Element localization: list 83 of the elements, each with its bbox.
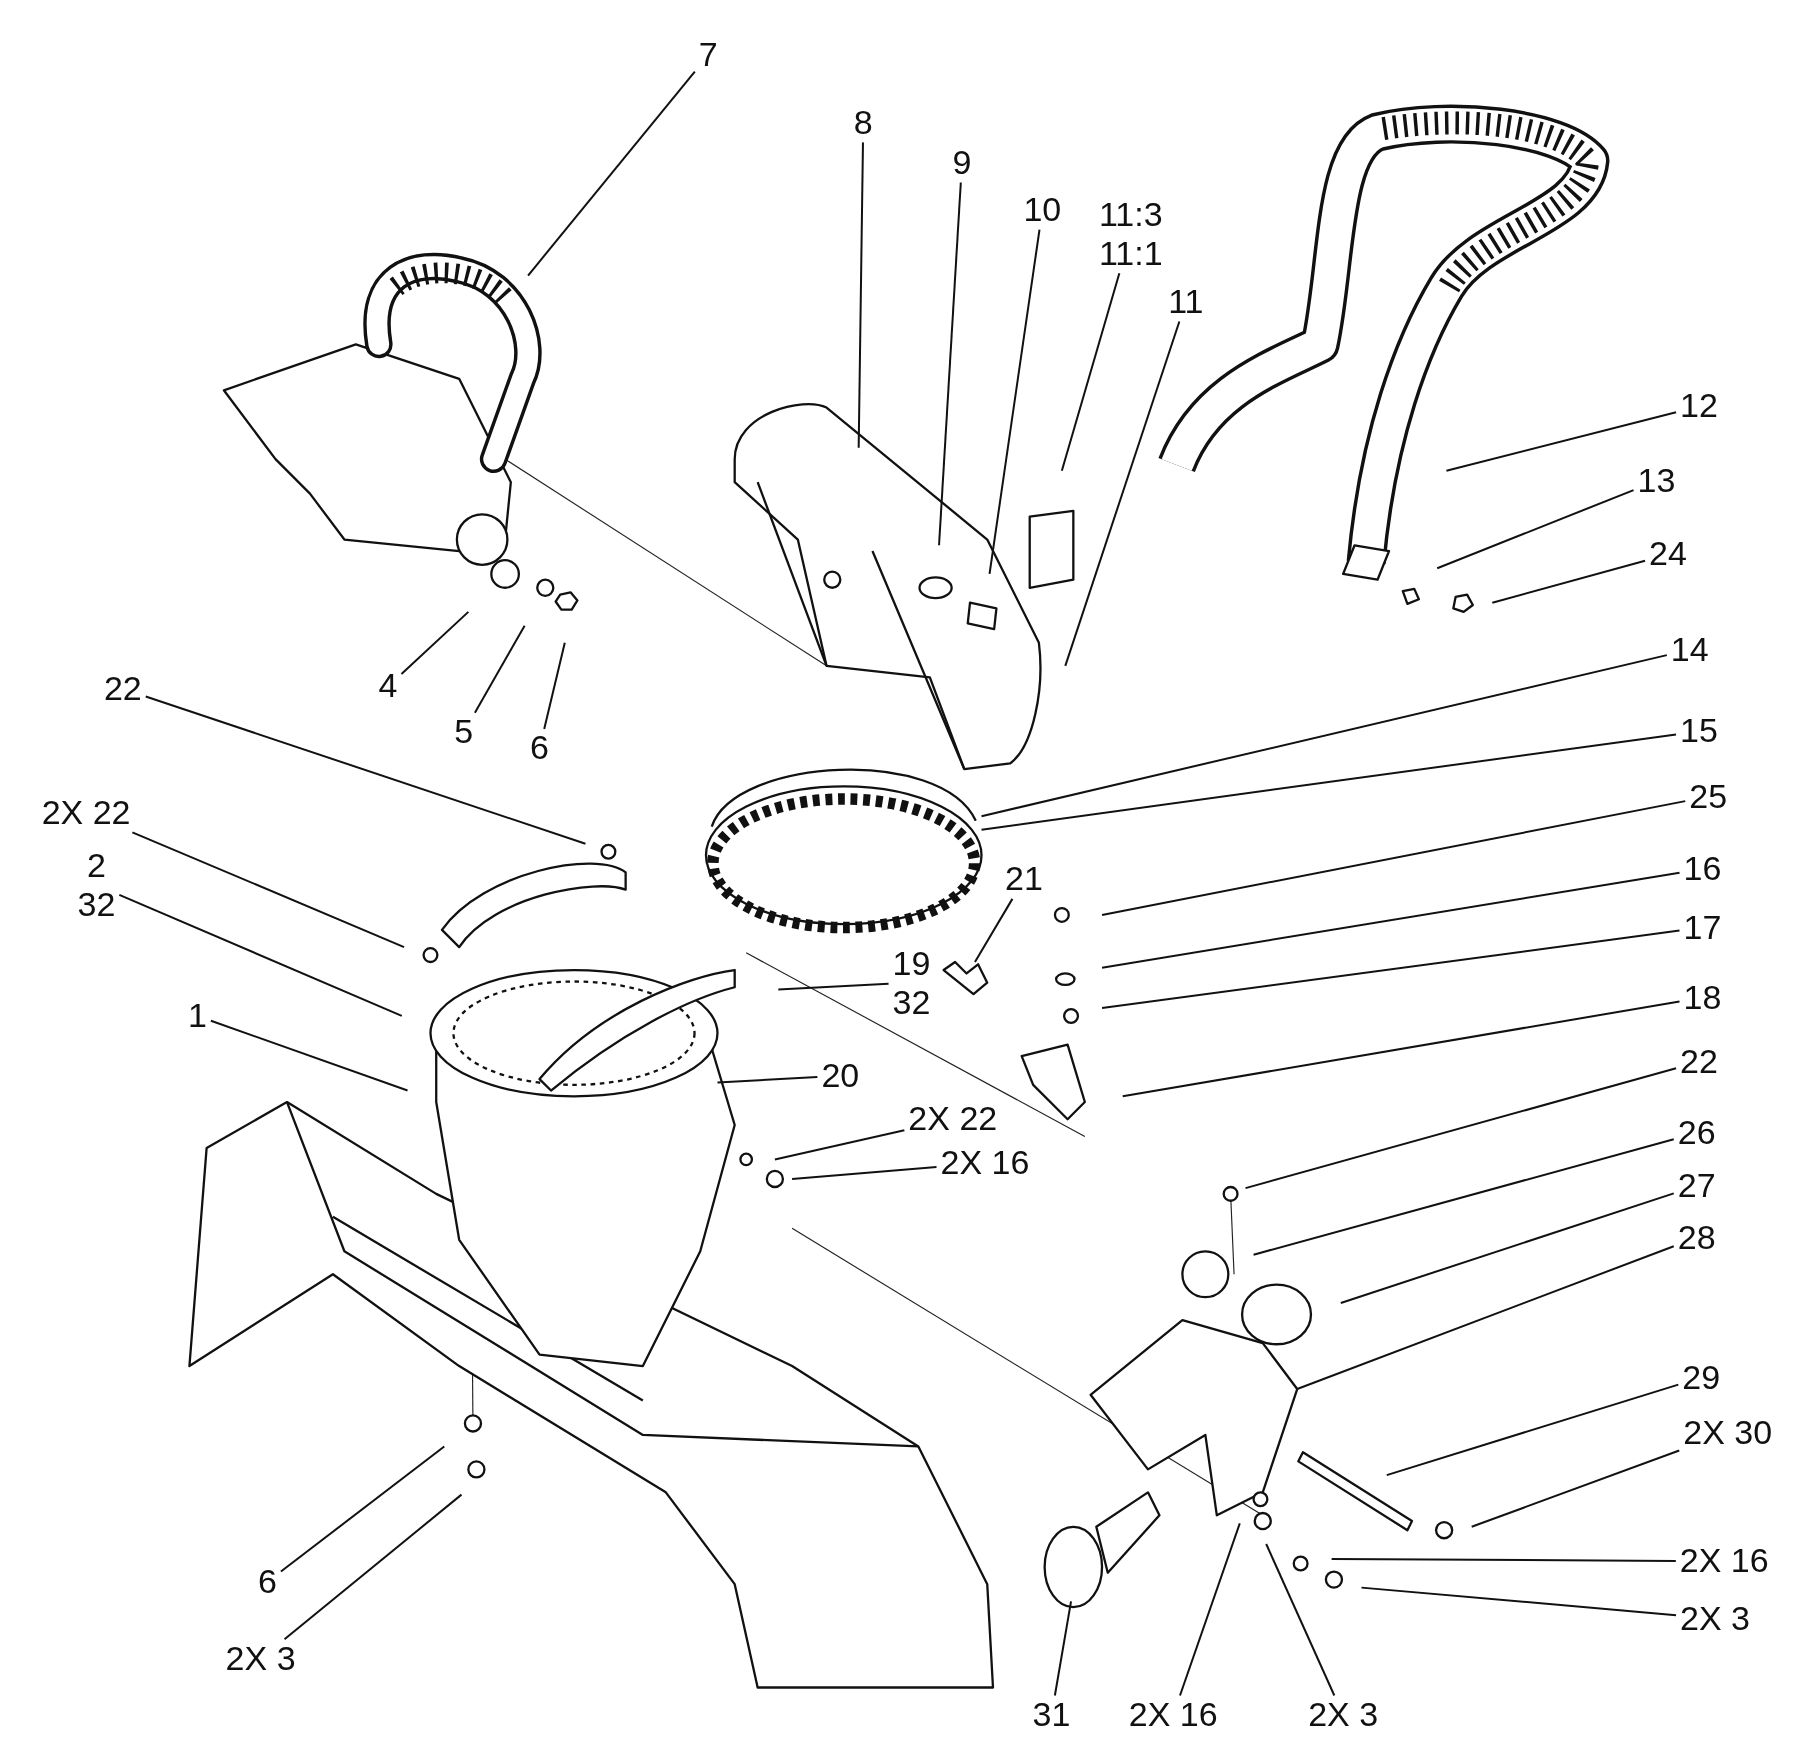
leader-line [980, 654, 1668, 818]
callout-number: 22 [103, 669, 142, 709]
callout-number: 11:1 [1098, 234, 1163, 274]
callout-number: 2 [86, 845, 106, 886]
callout-number: 32 [892, 982, 931, 1022]
callout-number: 1 [188, 996, 207, 1036]
callout-number: 28 [1677, 1217, 1716, 1258]
leader-line [1445, 411, 1678, 472]
callout-number: 6 [530, 728, 549, 768]
leader-line [1252, 1138, 1675, 1256]
leader-line [1064, 320, 1181, 667]
callout-number: 19 [892, 943, 931, 983]
leader-line [543, 641, 566, 730]
leader-line [1121, 1000, 1681, 1098]
callout-number: 20 [821, 1056, 860, 1096]
callout-number: 8 [853, 103, 873, 143]
leader-line [1060, 272, 1121, 472]
callout-number: 4 [378, 666, 398, 706]
leader-line [283, 1493, 463, 1641]
callout-number: 9 [952, 143, 972, 183]
leader-line [1339, 1192, 1675, 1304]
leader-line [131, 831, 406, 949]
leader-line [209, 1019, 409, 1092]
callout-number: 12 [1680, 386, 1718, 426]
leader-line [1101, 929, 1681, 1009]
leader-line [400, 610, 470, 675]
leader-line [279, 1445, 446, 1573]
callout-number: 13 [1637, 461, 1676, 501]
leader-line [1244, 1067, 1678, 1190]
leader-line [1436, 489, 1635, 570]
leader-line [144, 695, 587, 845]
leader-line [1101, 871, 1681, 969]
callout-number: 11:3 [1098, 195, 1163, 235]
leader-line [857, 141, 864, 449]
callout-number: 2X 3 [225, 1639, 296, 1679]
callout-number: 6 [258, 1562, 277, 1602]
callout-number: 32 [77, 885, 116, 925]
leader-line [1360, 1586, 1678, 1617]
callout-number: 2X 16 [1128, 1695, 1218, 1735]
callout-number: 21 [1005, 859, 1043, 899]
leader-line [527, 70, 696, 277]
leader-line [773, 1129, 906, 1161]
callout-number: 29 [1682, 1358, 1721, 1398]
callout-number: 11 [1168, 282, 1204, 322]
leader-line [1296, 1245, 1675, 1391]
leader-line [1265, 1543, 1336, 1697]
leader-line [1330, 1557, 1677, 1562]
leader-line [1053, 1600, 1073, 1697]
leader-line [973, 897, 1014, 963]
callout-number: 15 [1680, 711, 1718, 751]
leader-line [777, 982, 890, 991]
leader-line [988, 228, 1041, 575]
callout-number: 2X 22 [41, 793, 131, 833]
callout-number: 25 [1689, 777, 1728, 817]
callout-number: 2X 3 [1308, 1695, 1379, 1735]
leader-line [1491, 559, 1647, 604]
leader-line [473, 624, 526, 714]
callout-number: 7 [698, 35, 718, 75]
leader-line [1101, 800, 1687, 916]
callout-number: 14 [1670, 630, 1709, 670]
leader-line [791, 1165, 938, 1180]
callout-number: 18 [1683, 978, 1722, 1018]
callout-number: 22 [1680, 1042, 1718, 1082]
callout-number: 2X 30 [1683, 1413, 1773, 1453]
callout-number: 10 [1023, 190, 1062, 230]
leader-line [1179, 1522, 1241, 1697]
leader-line [716, 1075, 819, 1084]
leader-line [980, 733, 1678, 831]
callout-number: 31 [1032, 1695, 1071, 1735]
callout-number: 24 [1649, 534, 1687, 574]
leader-line [118, 893, 403, 1017]
callout-number: 27 [1677, 1166, 1716, 1206]
callout-number: 2X 22 [908, 1099, 998, 1139]
callout-number: 17 [1683, 908, 1722, 948]
callout-number: 2X 3 [1680, 1599, 1750, 1639]
callout-number: 5 [454, 712, 474, 752]
callout-number: 2X 16 [1679, 1541, 1769, 1581]
leader-line [1385, 1383, 1680, 1477]
callout-number: 2X 16 [940, 1143, 1030, 1183]
callout-number: 26 [1677, 1113, 1716, 1153]
callout-number: 16 [1683, 849, 1722, 889]
leader-line [1470, 1449, 1681, 1528]
leader-line [938, 181, 962, 547]
